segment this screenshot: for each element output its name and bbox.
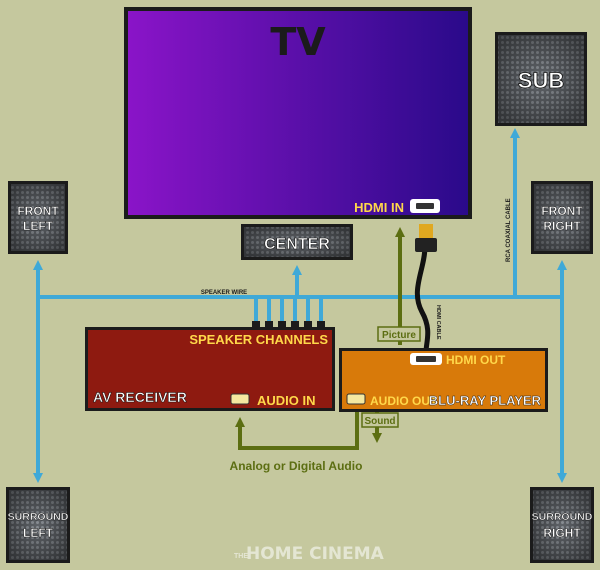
speaker-channel-terminals [252,321,325,329]
watermark-small: THE [234,553,248,560]
surround-left-speaker: SURROUND LEFT [6,487,70,563]
surround-right-speaker: SURROUND RIGHT [530,487,594,563]
hdmi-cable-label: HDMI CABLE [435,305,441,340]
speaker-wires [33,128,567,483]
center-speaker: CENTER [241,224,353,260]
bluray-player: HDMI OUT AUDIO OUT BLU-RAY PLAYER [339,348,548,412]
surround-right-line2: RIGHT [543,526,581,540]
tv-hdmi-in-label: HDMI IN [354,200,404,215]
hdmi-cable: HDMI CABLE [414,224,441,353]
front-left-line1: FRONT [17,204,59,218]
surround-left-line2: LEFT [23,526,54,540]
surround-right-line1: SURROUND [532,511,593,523]
bluray-player-label: BLU-RAY PLAYER [429,393,542,408]
center-label: CENTER [264,236,330,253]
audio-cable-label: Analog or Digital Audio [230,459,363,473]
hdmi-plug-icon [419,224,433,240]
tv: TV HDMI IN [124,7,472,219]
av-receiver: SPEAKER CHANNELS AV RECEIVER AUDIO IN [85,321,335,411]
audio-out-label: AUDIO OUT [370,394,438,408]
speaker-wire-label: SPEAKER WIRE [201,290,247,296]
rca-cable-label: RCA COAXIAL CABLE [506,198,512,262]
picture-label: Picture [382,330,416,341]
audio-in-port [230,393,250,405]
av-receiver-label: AV RECEIVER [93,389,187,405]
sound-label: Sound [364,416,395,427]
hdmi-out-label: HDMI OUT [446,353,506,367]
tv-label: TV [270,20,326,64]
watermark: THE HOME CINEMA [234,544,385,564]
front-left-line2: LEFT [23,219,54,233]
picture-label-box [377,326,421,342]
audio-in-label: AUDIO IN [257,393,316,408]
front-right-speaker: FRONT RIGHT [531,181,593,254]
front-right-line2: RIGHT [543,219,581,233]
front-right-line1: FRONT [541,204,583,218]
audio-out-port [346,393,366,405]
front-left-speaker: FRONT LEFT [8,181,68,254]
sub-label: SUB [518,68,564,93]
sound-label-box [361,412,399,428]
surround-left-line1: SURROUND [8,511,69,523]
subwoofer: SUB [495,32,587,126]
speaker-channels-label: SPEAKER CHANNELS [189,332,328,347]
watermark-main: HOME CINEMA [246,544,385,564]
